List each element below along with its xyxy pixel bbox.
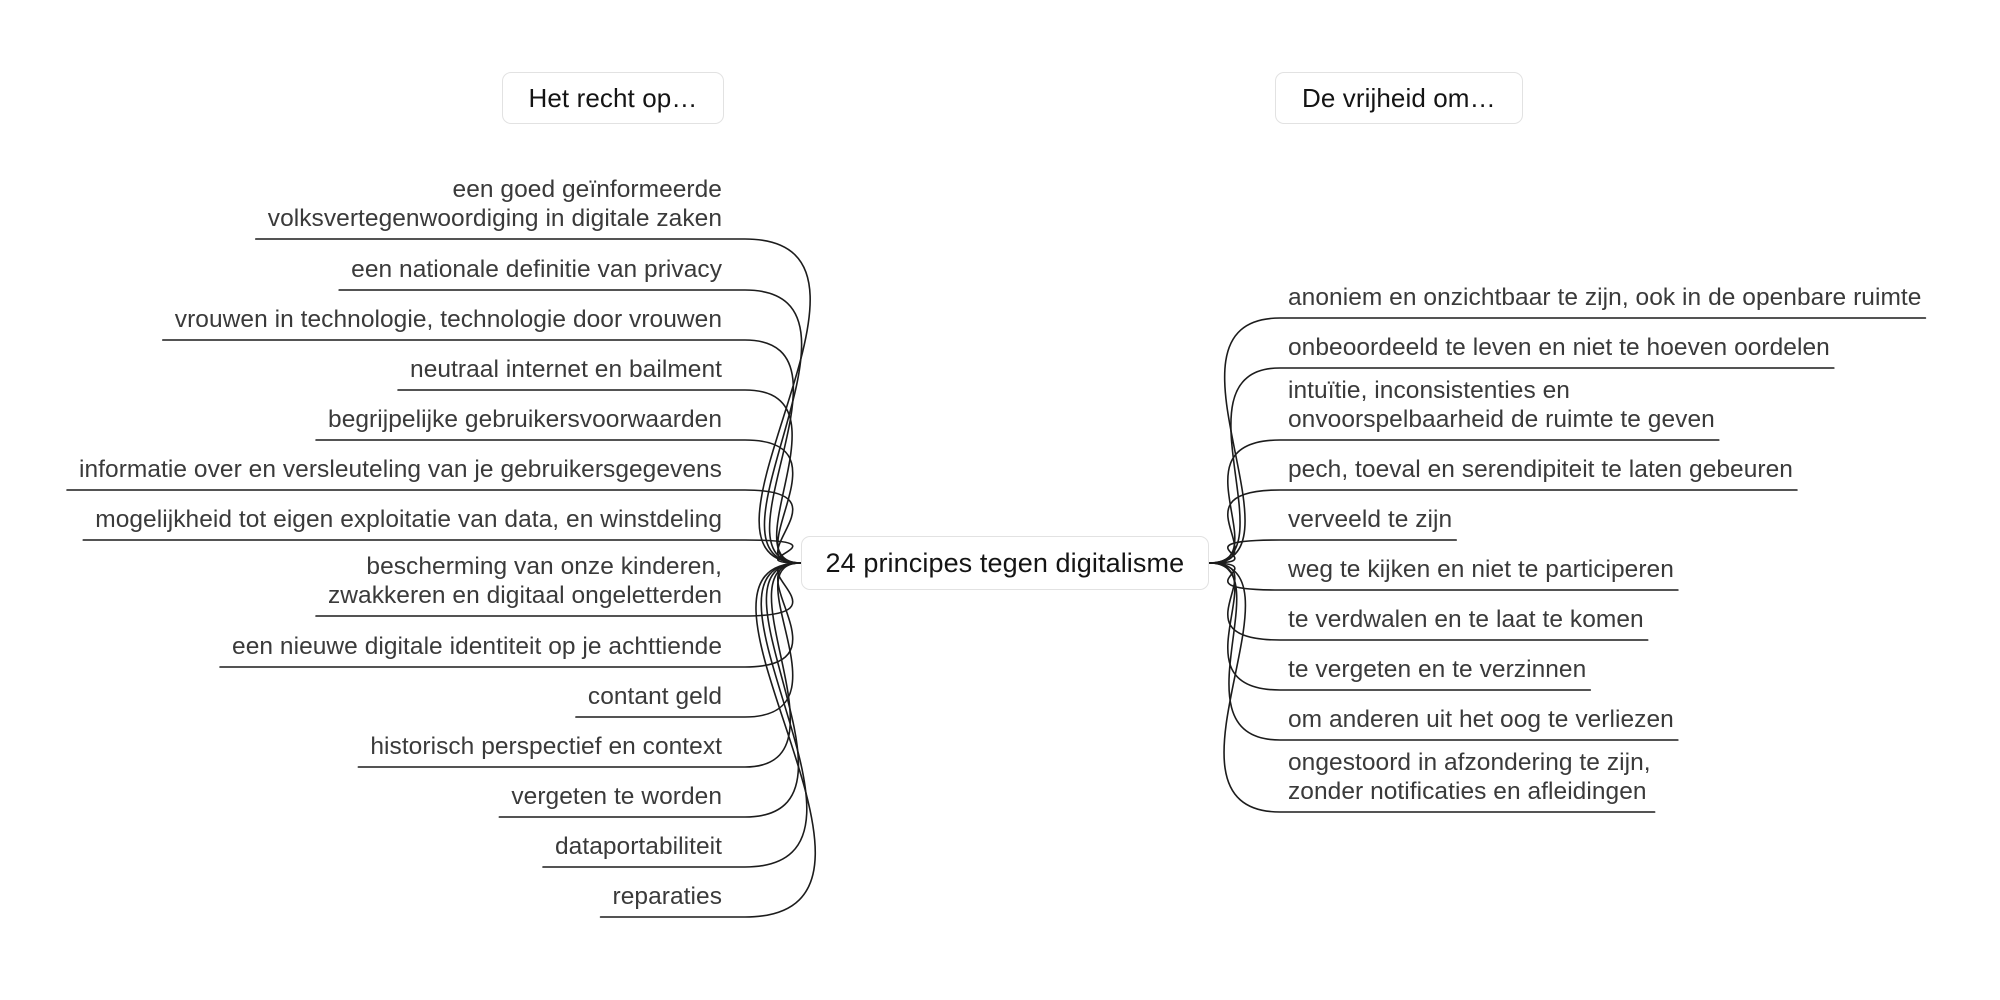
branch-left-label-10: historisch perspectief en context xyxy=(370,733,722,760)
branch-left-label-0: een goed geïnformeerde volksvertegenwoor… xyxy=(267,176,722,232)
branch-left-label-4: begrijpelijke gebruikersvoorwaarden xyxy=(328,406,722,433)
branch-left-label-5: informatie over en versleuteling van je … xyxy=(79,456,722,483)
branch-left-5[interactable]: informatie over en versleuteling van je … xyxy=(79,455,722,484)
branch-right-7[interactable]: te vergeten en te verzinnen xyxy=(1288,655,1586,684)
branch-right-0[interactable]: anoniem en onzichtbaar te zijn, ook in d… xyxy=(1288,283,1921,312)
branch-right-label-4: verveeld te zijn xyxy=(1288,506,1453,533)
branch-left-11[interactable]: vergeten te worden xyxy=(511,782,722,811)
header-left-recht-op[interactable]: Het recht op… xyxy=(501,72,725,124)
branch-left-0[interactable]: een goed geïnformeerde volksvertegenwoor… xyxy=(268,175,722,233)
branch-left-label-3: neutraal internet en bailment xyxy=(410,356,722,383)
branch-right-9[interactable]: ongestoord in afzondering te zijn, zonde… xyxy=(1288,748,1651,806)
branch-left-2[interactable]: vrouwen in technologie, technologie door… xyxy=(175,305,722,334)
branch-left-6[interactable]: mogelijkheid tot eigen exploitatie van d… xyxy=(95,505,722,534)
branch-left-10[interactable]: historisch perspectief en context xyxy=(370,732,722,761)
branch-right-label-8: om anderen uit het oog te verliezen xyxy=(1288,706,1674,733)
branch-left-8[interactable]: een nieuwe digitale identiteit op je ach… xyxy=(232,632,722,661)
branch-left-label-7: bescherming van onze kinderen, zwakkeren… xyxy=(327,553,722,609)
branch-left-3[interactable]: neutraal internet en bailment xyxy=(410,355,722,384)
branch-left-label-11: vergeten te worden xyxy=(511,783,722,810)
header-right-vrijheid-om[interactable]: De vrijheid om… xyxy=(1275,72,1523,124)
branch-left-label-1: een nationale definitie van privacy xyxy=(351,256,722,283)
branch-left-label-9: contant geld xyxy=(587,683,722,710)
branch-left-12[interactable]: dataportabiliteit xyxy=(555,832,722,861)
branch-left-9[interactable]: contant geld xyxy=(588,682,722,711)
branch-right-4[interactable]: verveeld te zijn xyxy=(1288,505,1452,534)
branch-right-label-1: onbeoordeeld te leven en niet te hoeven … xyxy=(1288,334,1830,361)
branch-left-label-12: dataportabiliteit xyxy=(554,833,722,860)
branch-right-8[interactable]: om anderen uit het oog te verliezen xyxy=(1288,705,1674,734)
branch-right-1[interactable]: onbeoordeeld te leven en niet te hoeven … xyxy=(1288,333,1830,362)
branch-right-label-9: ongestoord in afzondering te zijn, zonde… xyxy=(1288,749,1651,805)
header-left-label: Het recht op… xyxy=(528,82,698,113)
branch-right-label-7: te vergeten en te verzinnen xyxy=(1288,656,1587,683)
branch-left-label-2: vrouwen in technologie, technologie door… xyxy=(174,306,722,333)
root-node-label: 24 principes tegen digitalisme xyxy=(825,547,1185,578)
branch-right-label-0: anoniem en onzichtbaar te zijn, ook in d… xyxy=(1288,284,1922,311)
branch-right-label-3: pech, toeval en serendipiteit te laten g… xyxy=(1288,456,1793,483)
branch-right-label-5: weg te kijken en niet te participeren xyxy=(1288,556,1674,583)
branch-left-label-13: reparaties xyxy=(612,883,722,910)
branch-right-3[interactable]: pech, toeval en serendipiteit te laten g… xyxy=(1288,455,1793,484)
branch-left-label-8: een nieuwe digitale identiteit op je ach… xyxy=(232,633,722,660)
branch-left-label-6: mogelijkheid tot eigen exploitatie van d… xyxy=(95,506,722,533)
branch-right-6[interactable]: te verdwalen en te laat te komen xyxy=(1288,605,1644,634)
branch-left-4[interactable]: begrijpelijke gebruikersvoorwaarden xyxy=(328,405,722,434)
branch-right-2[interactable]: intuïtie, inconsistenties en onvoorspelb… xyxy=(1288,376,1715,434)
branch-right-label-2: intuïtie, inconsistenties en onvoorspelb… xyxy=(1288,377,1715,433)
branch-left-7[interactable]: bescherming van onze kinderen, zwakkeren… xyxy=(328,552,722,610)
branch-left-1[interactable]: een nationale definitie van privacy xyxy=(351,255,722,284)
root-node[interactable]: 24 principes tegen digitalisme xyxy=(800,536,1210,590)
branch-left-13[interactable]: reparaties xyxy=(613,882,722,911)
branch-right-label-6: te verdwalen en te laat te komen xyxy=(1288,606,1644,633)
branch-right-5[interactable]: weg te kijken en niet te participeren xyxy=(1288,555,1674,584)
header-right-label: De vrijheid om… xyxy=(1302,82,1496,113)
